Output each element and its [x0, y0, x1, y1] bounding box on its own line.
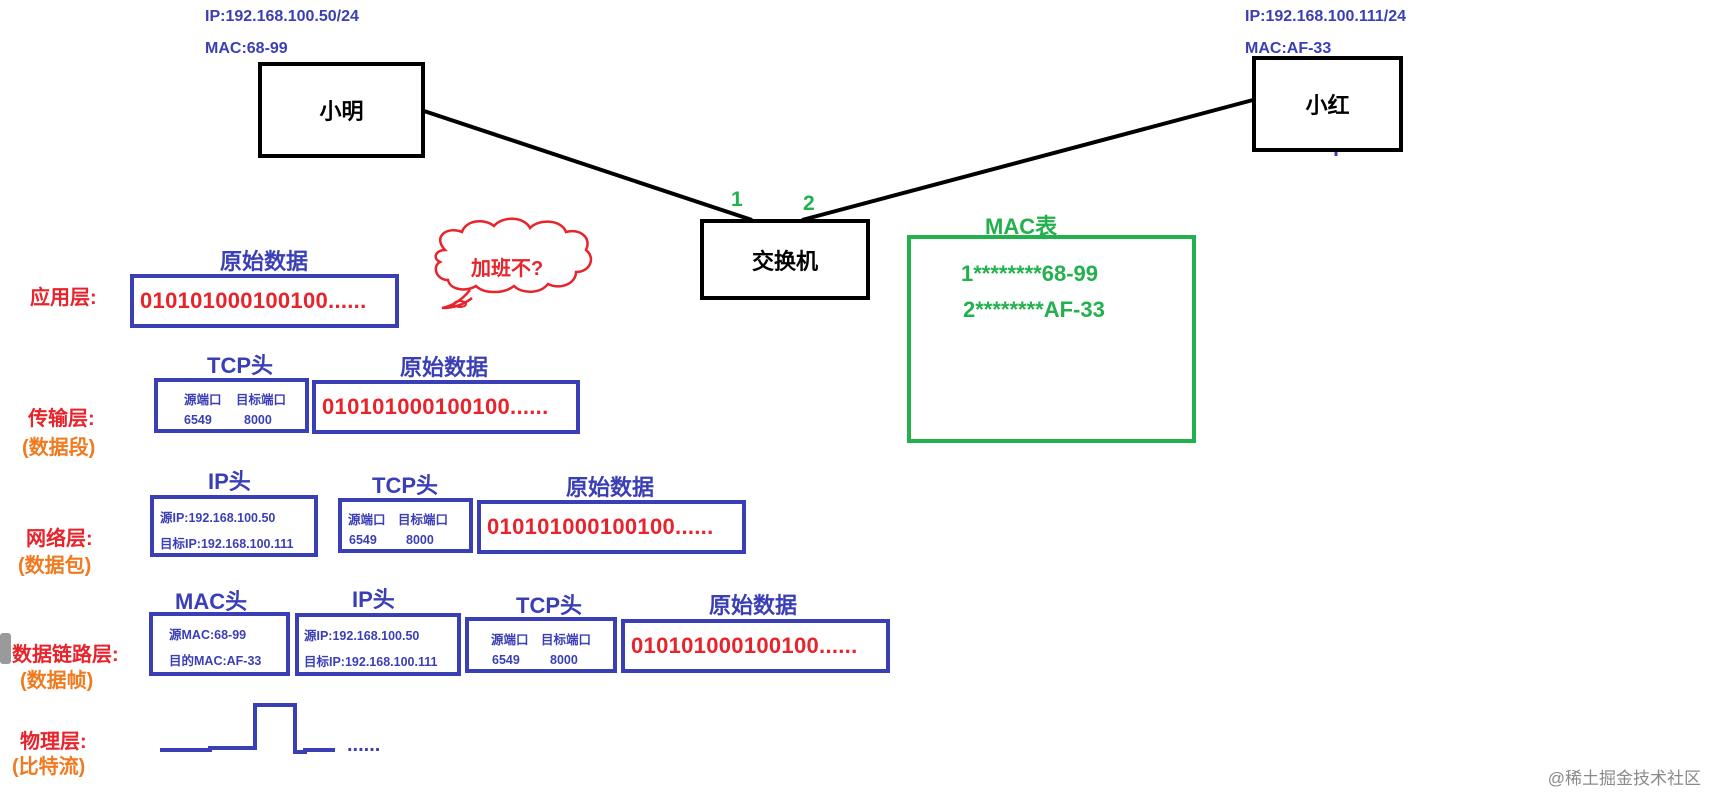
tcp-src-port-label: 源端口: [348, 513, 386, 527]
ip-header-label-datalink: IP头: [352, 587, 395, 612]
layer-app-label: 应用层:: [30, 287, 97, 309]
thought-bubble-dot: [453, 300, 467, 308]
tcp-dst-port-label: 目标端口: [541, 633, 592, 647]
raw-data-network: 010101000100100......: [487, 514, 714, 539]
tcp-dst-port-label: 目标端口: [398, 513, 449, 527]
xiaoming-ip: IP:192.168.100.50/24: [205, 8, 359, 25]
raw-data-header-network: 原始数据: [566, 475, 655, 500]
layer-transport-label: 传输层:: [28, 408, 95, 430]
raw-data-box-transport: 010101000100100......: [312, 380, 580, 434]
tcp-header-box-transport: 源端口 目标端口 6549 8000: [154, 378, 309, 433]
host-xiaoming: 小明: [258, 62, 425, 158]
mac-table: 1********68-99 2********AF-33: [907, 235, 1196, 443]
raw-data-box-app: 010101000100100......: [130, 274, 399, 328]
link-xiaohong-switch: [801, 98, 1254, 222]
ip-src: 源IP:192.168.100.50: [160, 511, 276, 525]
host-xiaohong-label: 小红: [1305, 93, 1350, 118]
raw-data-header-datalink: 原始数据: [709, 593, 798, 618]
raw-data-header-transport: 原始数据: [400, 355, 489, 380]
physical-dots: ......: [347, 734, 381, 756]
raw-data-header-app: 原始数据: [220, 249, 309, 274]
layer-datalink-label: 数据链路层:: [12, 644, 119, 666]
tcp-dst-port: 8000: [244, 413, 272, 427]
bubble-text: 加班不?: [471, 258, 544, 280]
tcp-dst-port: 8000: [550, 653, 578, 667]
switch: 交换机: [700, 219, 870, 300]
layer-physical-sub: (比特流): [12, 756, 86, 778]
raw-data-datalink: 010101000100100......: [631, 633, 858, 658]
mac-header-label: MAC头: [175, 589, 248, 614]
tcp-dst-port: 8000: [406, 533, 434, 547]
layer-transport-sub: (数据段): [22, 437, 96, 459]
layer-network-sub: (数据包): [18, 555, 92, 577]
host-xiaoming-label: 小明: [319, 99, 364, 124]
raw-data-app: 010101000100100......: [140, 288, 367, 313]
mac-header-box: 源MAC:68-99 目的MAC:AF-33: [149, 612, 290, 676]
xiaoming-mac: MAC:68-99: [205, 40, 288, 57]
ip-header-box-network: 源IP:192.168.100.50 目标IP:192.168.100.111: [150, 495, 318, 557]
tcp-src-port: 6549: [492, 653, 520, 667]
bit-stream-wave: [160, 703, 335, 754]
tcp-header-label-datalink: TCP头: [516, 593, 583, 618]
switch-port-1: 1: [731, 188, 743, 211]
tcp-header-label-network: TCP头: [372, 473, 439, 498]
switch-label: 交换机: [751, 248, 818, 274]
mac-table-row: 1********68-99: [961, 261, 1098, 286]
thought-bubble: [434, 217, 593, 294]
layer-datalink-sub: (数据帧): [20, 670, 94, 692]
link-xiaoming-switch: [423, 109, 753, 222]
thought-bubble-tail: [441, 289, 473, 310]
xiaohong-mac: MAC:AF-33: [1245, 40, 1332, 57]
host-xiaohong: 小红: [1252, 56, 1403, 152]
tcp-header-box-datalink: 源端口 目标端口 6549 8000: [465, 617, 617, 673]
ip-src: 源IP:192.168.100.50: [304, 629, 420, 643]
raw-data-transport: 010101000100100......: [322, 394, 549, 419]
tcp-src-port-label: 源端口: [184, 393, 222, 407]
tcp-dst-port-label: 目标端口: [236, 393, 287, 407]
tcp-src-port: 6549: [184, 413, 212, 427]
ip-dst: 目标IP:192.168.100.111: [304, 655, 438, 669]
raw-data-box-network: 010101000100100......: [477, 500, 746, 554]
ip-header-box-datalink: 源IP:192.168.100.50 目标IP:192.168.100.111: [295, 613, 461, 676]
edge-handle[interactable]: [0, 633, 11, 664]
tcp-header-box-network: 源端口 目标端口 6549 8000: [338, 498, 473, 553]
mac-src: 源MAC:68-99: [169, 628, 247, 642]
raw-data-box-datalink: 010101000100100......: [621, 619, 890, 673]
layer-network-label: 网络层:: [26, 528, 93, 550]
watermark: @稀土掘金技术社区: [1547, 769, 1701, 788]
tcp-header-label-transport: TCP头: [207, 353, 274, 378]
mac-table-title: MAC表: [985, 214, 1058, 239]
mac-table-row: 2********AF-33: [963, 297, 1105, 322]
mac-dst: 目的MAC:AF-33: [169, 654, 262, 668]
xiaohong-ip: IP:192.168.100.111/24: [1245, 8, 1407, 25]
ip-header-label-network: IP头: [208, 469, 251, 494]
layer-physical-label: 物理层:: [20, 731, 87, 753]
ip-dst: 目标IP:192.168.100.111: [160, 537, 294, 551]
switch-port-2: 2: [803, 192, 815, 215]
tcp-src-port: 6549: [349, 533, 377, 547]
tcp-src-port-label: 源端口: [491, 633, 529, 647]
